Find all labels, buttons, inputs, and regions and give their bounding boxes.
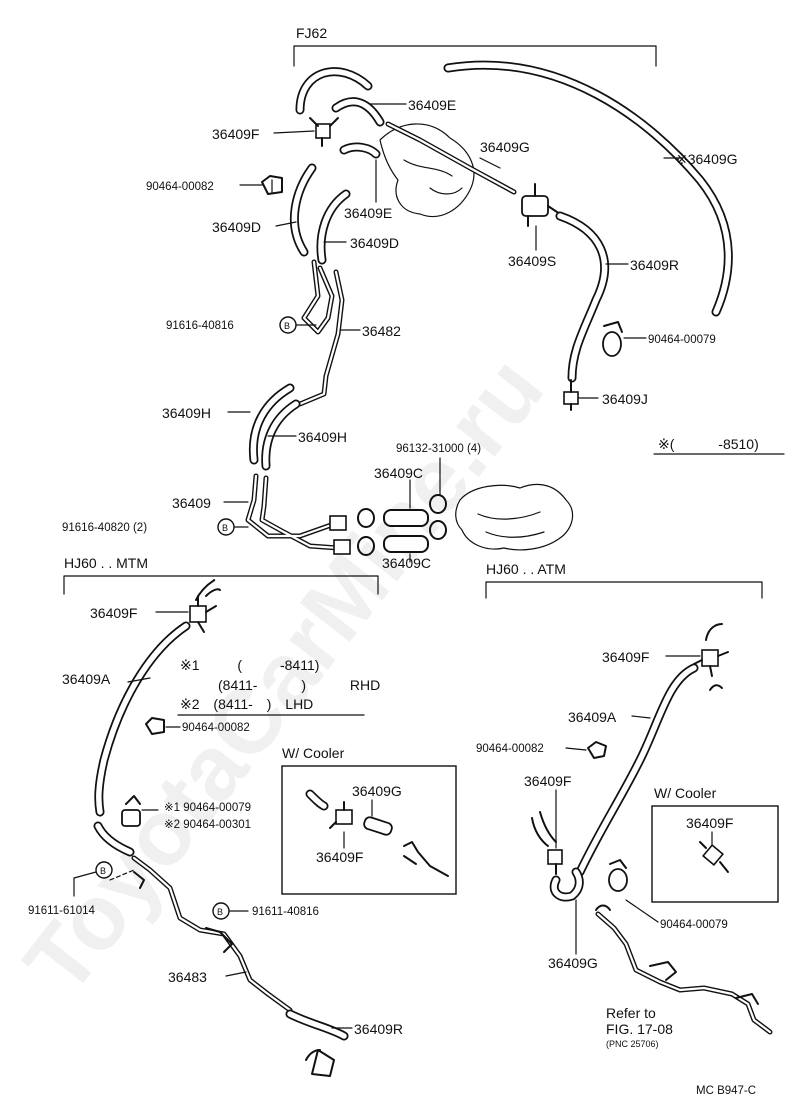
label-mtm-90464-00082: 90464-00082 (182, 722, 250, 734)
pipe-36482 (297, 259, 345, 407)
label-mtm-36409f-a: 36409F (90, 605, 137, 621)
label-atm-36409f-a: 36409F (602, 649, 649, 665)
section-bracket-mtm (63, 575, 379, 595)
engine-outline-top (379, 123, 475, 218)
section-bracket-fj62 (293, 45, 657, 67)
engine-outline-lower (455, 483, 574, 551)
label-mtm-36409f-b: 36409F (316, 849, 363, 865)
bracket-line-atm (649, 961, 677, 981)
section-fj62: FJ62 (245, 25, 785, 556)
label-mtm-36409r: 36409R (354, 1021, 403, 1037)
label-atm-36409f-b: 36409F (524, 773, 571, 789)
label-36409: 36409 (172, 495, 211, 511)
fitting-36409f-atm-mid (547, 849, 563, 875)
fitting-end-lower (333, 539, 351, 555)
callout-b-4: B (212, 902, 230, 920)
refer-line-2: FIG. 17-08 (606, 1021, 673, 1037)
label-36409d-b: 36409D (350, 235, 399, 251)
fitting-36409f-top (309, 117, 339, 147)
label-36409e-b: 36409E (344, 205, 392, 221)
label-91616-40820: 91616-40820 (2) (62, 522, 147, 534)
label-atm-36409g: 36409G (548, 955, 598, 971)
label-mtm-91611-40816: 91611-40816 (252, 906, 319, 918)
label-36409h-a: 36409H (162, 405, 211, 421)
label-90464-00079-a: 90464-00079 (648, 334, 716, 346)
fitting-36409f-atm-top (693, 649, 729, 677)
note-mtm-2b: ※2 (8411- ) LHD (180, 696, 313, 712)
label-mtm-90464-00079: ※1 90464-00079 (164, 802, 251, 814)
section-hj60-atm: HJ60 . . ATM (485, 561, 773, 1035)
label-36409g-b: ※36409G (676, 151, 738, 167)
label-36409j: 36409J (602, 391, 648, 407)
section-hj60-mtm: HJ60 . . MTM (63, 555, 379, 1077)
svg-text:B: B (217, 907, 223, 917)
clip-90464-00082-mtm (145, 717, 165, 735)
label-36409c-b: 36409C (382, 555, 431, 571)
fitting-36409j (563, 379, 579, 411)
note-mtm-1: ※1 ( -8411) (180, 657, 319, 673)
clip-90464-00079-fj (602, 321, 623, 357)
svg-text:B: B (222, 523, 228, 533)
callout-b-2: B (217, 518, 235, 536)
clip-90464-00079-mtm (121, 795, 141, 827)
leaders-fj62 (223, 103, 683, 563)
svg-text:B: B (284, 321, 290, 331)
clip-90464-00082-top (261, 175, 283, 195)
clip-90464-00082-atm (587, 741, 607, 759)
leaders-mtm (73, 611, 353, 1029)
label-atm-36409f-c: 36409F (686, 815, 733, 831)
valve-36409s (521, 183, 561, 227)
bracket-line-mtm (205, 927, 233, 953)
label-36409d-a: 36409D (212, 219, 261, 235)
callout-b-3: B (95, 861, 113, 879)
label-36409s: 36409S (508, 253, 556, 269)
label-atm-90464-00079: 90464-00079 (660, 919, 728, 931)
label-mtm-36409g: 36409G (352, 783, 402, 799)
note-mtm-2a: (8411- ) RHD (218, 677, 380, 693)
label-atm-90464-00082: 90464-00082 (476, 743, 544, 755)
label-mtm-91611-61014: 91611-61014 (28, 905, 96, 917)
fitting-end-upper (329, 515, 347, 531)
section-label-hj60-mtm: HJ60 . . MTM (64, 555, 148, 571)
svg-text:B: B (100, 866, 106, 876)
label-atm-36409a: 36409A (568, 709, 617, 725)
refer-line-1: Refer to (606, 1005, 656, 1021)
clip-90464-00079-atm (608, 859, 628, 892)
section-label-fj62: FJ62 (296, 25, 327, 41)
label-36409h-b: 36409H (298, 429, 347, 445)
label-36409e-a: 36409E (408, 97, 456, 113)
fitting-36409f-mtm (189, 595, 217, 633)
callout-b-1: B (279, 316, 297, 334)
hose-long-36409g (443, 60, 733, 317)
inset-title-cooler-atm: W/ Cooler (654, 785, 717, 801)
label-mtm-90464-00301: ※2 90464-00301 (164, 819, 251, 831)
diagram-code: MC B947-C (696, 1085, 756, 1097)
label-36482: 36482 (362, 323, 401, 339)
leaders-atm (555, 655, 701, 955)
refer-line-3: (PNC 25706) (606, 1039, 659, 1049)
label-36409c-a: 36409C (374, 465, 423, 481)
label-96132-31000: 96132-31000 (4) (396, 443, 481, 455)
inset-title-cooler-mtm: W/ Cooler (282, 745, 345, 761)
label-range-mark: ※( -8510) (658, 436, 759, 452)
fitting-36409r-end (311, 1049, 335, 1077)
label-90464-00082-a: 90464-00082 (146, 181, 214, 193)
inset-cooler-atm: W/ Cooler 36409F (651, 785, 779, 903)
label-mtm-36483: 36483 (168, 969, 207, 985)
label-36409r-a: 36409R (630, 257, 679, 273)
section-bracket-atm (485, 581, 763, 599)
inset-cooler-mtm: W/ Cooler 36409G 36409F (281, 745, 457, 895)
hoses-36409c (383, 509, 429, 553)
section-label-hj60-atm: HJ60 . . ATM (486, 561, 566, 577)
label-36409f-a: 36409F (212, 126, 259, 142)
label-91616-40816: 91616-40816 (166, 320, 234, 332)
label-36409g-a: 36409G (480, 139, 530, 155)
clamps-96132-31000 (357, 494, 447, 556)
label-mtm-36409a: 36409A (62, 671, 111, 687)
